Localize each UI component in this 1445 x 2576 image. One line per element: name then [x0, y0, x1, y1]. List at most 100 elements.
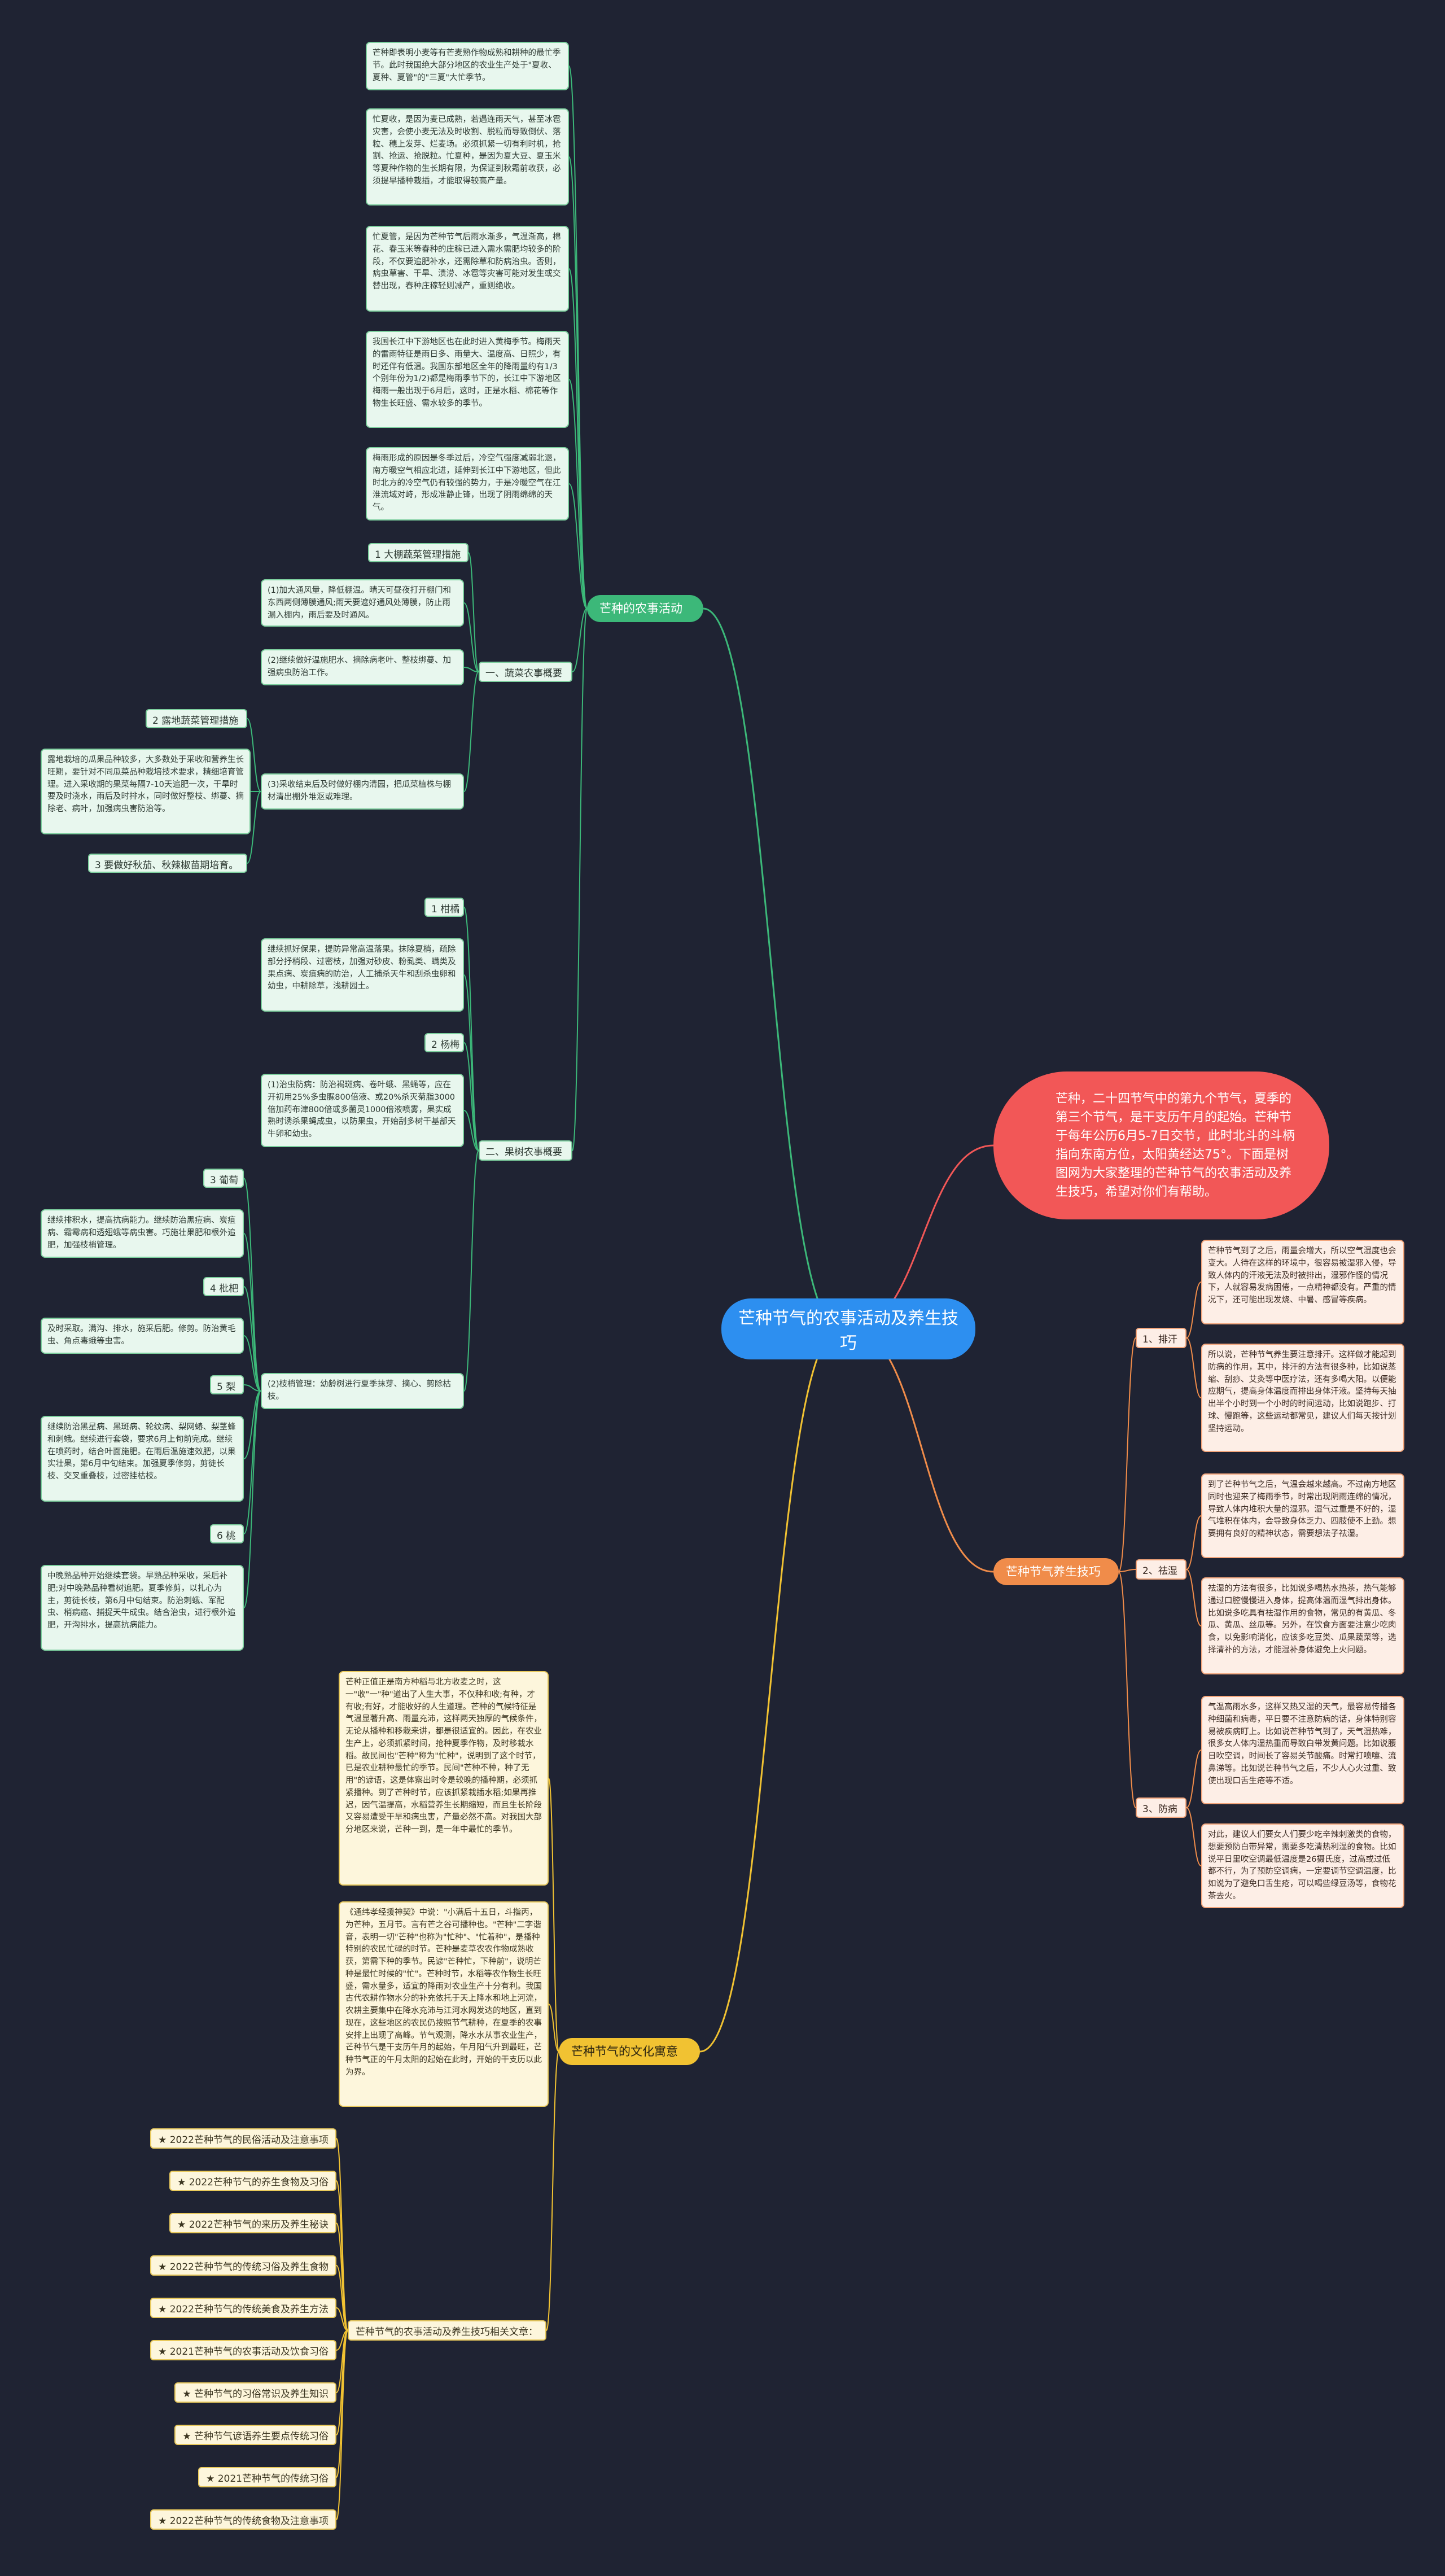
connector-ht21: [1186, 1807, 1202, 1866]
veg-group-label[interactable]: 一、蔬菜农事概要: [479, 662, 572, 682]
related-article-link[interactable]: ★ 2022芒种节气的传统食物及注意事项: [150, 2509, 336, 2530]
root-topic[interactable]: 芒种节气的农事活动及养生技巧: [721, 1298, 975, 1359]
connector-fp0: [568, 65, 588, 609]
farm-paragraph-2: 忙夏收，是因为麦已成熟，若遇连雨天气，甚至冰雹灾害，会使小麦无法及时收割、脱粒而…: [366, 108, 569, 205]
fruit-loquat-text: 及时采取。满沟、排水，施采后肥。修剪。防治黄毛虫、角点毒蛾等虫害。: [41, 1318, 244, 1354]
veg-seedling-label[interactable]: 3 要做好秋茄、秋辣椒苗期培育。: [88, 854, 247, 873]
fruit-loquat-label[interactable]: 4 枇杷: [203, 1277, 244, 1296]
connector-hg1: [1118, 1569, 1136, 1572]
health-dehumidify-text-1: 到了芒种节气之后，气温会越来越高。不过南方地区同时也迎来了梅雨季节，时常出现阴雨…: [1201, 1473, 1404, 1558]
veg-greenhouse-label[interactable]: 1 大棚蔬菜管理措施: [368, 543, 468, 562]
connector-fr-s5t: [243, 1390, 261, 1459]
connector-veg-s1: [468, 552, 479, 672]
related-article-link[interactable]: ★ 2022芒种节气的养生食物及习俗: [169, 2171, 336, 2191]
connector-veg-i1: [463, 602, 479, 672]
connector-veg-s2: [247, 718, 261, 792]
connector-hg2: [1118, 1571, 1136, 1808]
connector-fr-s5: [243, 1384, 261, 1392]
fruit-citrus-label[interactable]: 1 柑橘: [424, 898, 464, 917]
connector-ct0: [548, 1778, 559, 2052]
fruit-peach-label[interactable]: 6 桃: [210, 1524, 244, 1543]
health-sweat-text-2: 所以说，芒种节气养生要注意排汗。这样做才能起到防病的作用，其中，排汗的方法有很多…: [1201, 1344, 1404, 1452]
fruit-bayberry-pruning: (2)枝梢管理：幼龄树进行夏季抹芽、摘心、剪除枯枝。: [261, 1373, 464, 1409]
connector-ht11: [1186, 1569, 1202, 1626]
connector-fr-s6: [243, 1390, 261, 1534]
connector-rl9: [336, 2330, 348, 2520]
connector-fr-s2t: [463, 1110, 479, 1151]
connector-fr-s2: [463, 1042, 479, 1151]
connector-fr-s3t: [243, 1233, 261, 1392]
health-prevent-text-2: 对此，建议人们要女人们要少吃辛辣刺激类的食物，想要预防白带异常，需要多吃清热利湿…: [1201, 1823, 1404, 1908]
connector-veg: [572, 608, 588, 672]
connector-fr-s1t: [463, 974, 479, 1151]
connector-fp4: [568, 483, 588, 609]
connector-ht00: [1186, 1282, 1202, 1339]
connector-ct1: [548, 2004, 559, 2052]
fruit-grape-text: 继续排积水，提高抗病能力。继续防治黑痘病、炭疽病、霜霉病和透翅蛾等病虫害。巧施壮…: [41, 1209, 244, 1258]
health-prevent-label[interactable]: 3、防病: [1136, 1797, 1186, 1818]
related-articles-label: 芒种节气的农事活动及养生技巧相关文章：: [348, 2320, 546, 2341]
health-prevent-text-1: 气温高雨水多，这样又热又湿的天气，最容易传播各种细菌和病毒，平日要不注意防病的话…: [1201, 1696, 1404, 1804]
related-article-link[interactable]: ★ 2022芒种节气的民俗活动及注意事项: [150, 2128, 336, 2149]
connector-ht10: [1186, 1515, 1202, 1570]
connector-rl8: [336, 2330, 348, 2478]
fruit-pear-label[interactable]: 5 梨: [210, 1375, 244, 1394]
connector-rl4: [336, 2307, 348, 2331]
connector-fp2: [568, 268, 588, 609]
health-dehumidify-label[interactable]: 2、祛湿: [1136, 1559, 1186, 1580]
culture-text-2: 《通纬孝经援神契》中说："小满后十五日，斗指丙，为芒种，五月节。言有芒之谷可播种…: [339, 1901, 549, 2107]
farm-paragraph-4: 我国长江中下游地区也在此时进入黄梅季节。梅雨天的雷雨特征是雨日多、雨量大、温度高…: [366, 331, 569, 428]
connector-health-pill: [851, 1328, 994, 1573]
connector-rl3: [336, 2265, 348, 2331]
connector-fr-s2i: [463, 1150, 479, 1392]
culture-text-1: 芒种正值正是南方种稻与北方收麦之时，这一"收"一"种"道出了人生大事，不仅种和收…: [339, 1671, 549, 1886]
related-article-link[interactable]: ★ 芒种节气的习俗常识及养生知识: [174, 2382, 336, 2403]
fruit-peach-text: 中晚熟品种开始继续套袋。早熟品种采收，采后补肥;对中晚熟品种看树追肥。夏季修剪，…: [41, 1565, 244, 1651]
related-article-link[interactable]: ★ 芒种节气谚语养生要点传统习俗: [174, 2425, 336, 2445]
fruit-pear-text: 继续防治黑星病、黑斑病、轮纹病、梨网蝽、梨茎蜂和刺蛾。继续进行套袋，要求6月上旬…: [41, 1416, 244, 1502]
related-article-link[interactable]: ★ 2022芒种节气的传统美食及养生方法: [150, 2298, 336, 2318]
connector-fr-s4t: [243, 1335, 261, 1392]
connector-fruit: [572, 608, 588, 1151]
related-article-link[interactable]: ★ 2021芒种节气的传统习俗: [198, 2467, 336, 2487]
veg-item-3: (3)采收结束后及时做好棚内清园，把瓜菜植株与棚材清出棚外堆沤或难理。: [261, 773, 464, 810]
farm-paragraph-5: 梅雨形成的原因是冬季过后，冷空气强度减弱北退，南方暖空气相应北进，延伸到长江中下…: [366, 447, 569, 521]
health-sweat-label[interactable]: 1、排汗: [1136, 1328, 1186, 1348]
farm-paragraph-1: 芒种即表明小麦等有芒麦熟作物成熟和耕种的最忙季节。此时我国绝大部分地区的农业生产…: [366, 42, 569, 90]
veg-item-1: (1)加大通风量，降低棚温。晴天可昼夜打开棚门和东西两侧薄膜通风;雨天要遮好通风…: [261, 579, 464, 627]
intro-bubble: 芒种，二十四节气中的第九个节气，夏季的第三个节气，是干支历午月的起始。芒种节于每…: [993, 1071, 1329, 1219]
fruit-citrus-text: 继续抓好保果，提防异常高温落果。抹除夏梢，疏除部分抒梢段、过密枝，加强对砂皮、粉…: [261, 938, 464, 1012]
fruit-bayberry-label[interactable]: 2 杨梅: [424, 1033, 464, 1052]
connector-ht20: [1186, 1750, 1202, 1808]
veg-open-field-label[interactable]: 2 露地蔬菜管理措施: [146, 709, 247, 728]
connector-rel: [546, 2051, 559, 2331]
connector-fr-s1: [463, 907, 479, 1151]
connector-veg-i3: [463, 671, 479, 792]
connector-veg-i2: [463, 667, 479, 672]
connector-fr-s4: [243, 1286, 261, 1392]
branch-culture-meaning[interactable]: 芒种节气的文化寓意: [559, 2038, 700, 2065]
connector-culture-pill: [699, 1328, 840, 2053]
fruit-group-label[interactable]: 二、果树农事概要: [479, 1140, 572, 1161]
branch-farm-activities[interactable]: 芒种的农事活动: [587, 595, 703, 622]
connector-ht01: [1186, 1337, 1202, 1398]
connector-hg0: [1118, 1337, 1136, 1572]
connector-fp3: [568, 379, 588, 609]
related-article-link[interactable]: ★ 2022芒种节气的来历及养生秘诀: [169, 2213, 336, 2233]
connector-veg-s3: [247, 791, 261, 864]
related-article-link[interactable]: ★ 2022芒种节气的传统习俗及养生食物: [150, 2255, 336, 2276]
health-dehumidify-text-2: 祛湿的方法有很多，比如说多喝热水热茶，热气能够通过口腔慢慢进入身体，提高体温而湿…: [1201, 1577, 1404, 1674]
related-article-link[interactable]: ★ 2021芒种节气的农事活动及饮食习俗: [150, 2340, 336, 2360]
connector-farm-pill: [703, 607, 840, 1330]
farm-paragraph-3: 忙夏管，是因为芒种节气后雨水渐多，气温渐高，棉花、春玉米等春种的庄稼已进入需水需…: [366, 226, 569, 312]
fruit-grape-label[interactable]: 3 葡萄: [203, 1169, 244, 1188]
branch-health-tips[interactable]: 芒种节气养生技巧: [993, 1558, 1119, 1585]
veg-item-2: (2)继续做好温施肥水、摘除病老叶、整枝绑蔓、加强病虫防治工作。: [261, 649, 464, 685]
health-sweat-text-1: 芒种节气到了之后，雨量会增大，所以空气湿度也会变大。人待在这样的环境中，很容易被…: [1201, 1240, 1404, 1324]
connector-fr-s3: [243, 1178, 261, 1392]
fruit-bayberry-text: (1)治虫防病：防治褐斑病、卷叶蛾、黑蝇等，应在开初用25%多虫脲800倍液、或…: [261, 1074, 464, 1147]
connector-fr-s6t: [243, 1390, 261, 1608]
veg-open-field-text: 露地栽培的瓜果品种较多，大多数处于采收和营养生长旺期，要针对不同瓜菜品种栽培技术…: [41, 749, 251, 834]
